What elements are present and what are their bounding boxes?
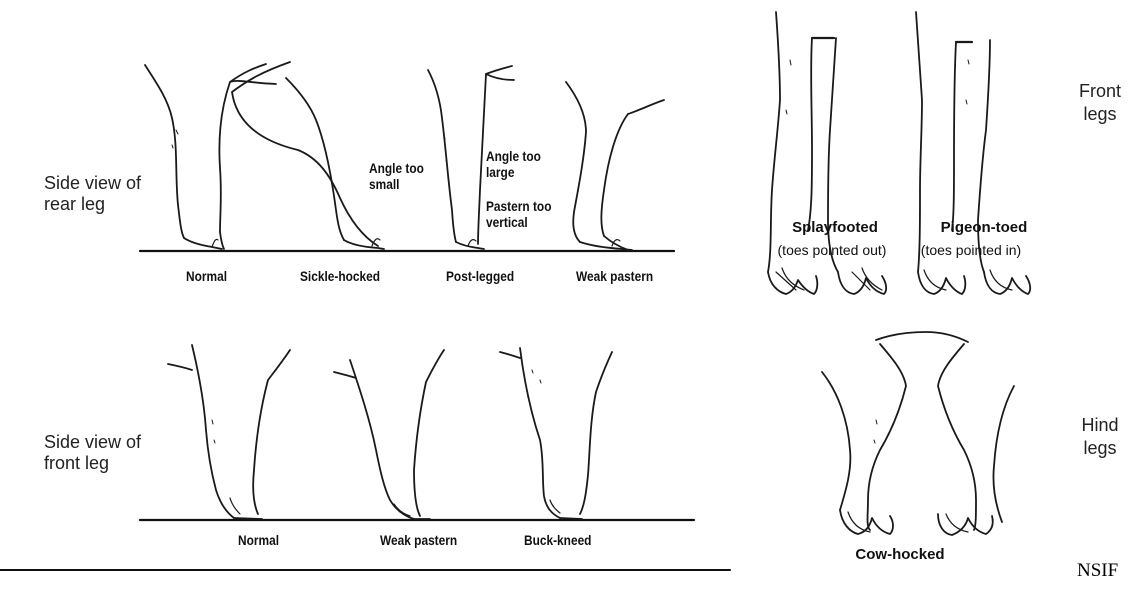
splayfooted-label: Splayfooted <box>770 219 900 236</box>
splayfooted-note: (toes pointed out) <box>762 242 902 258</box>
source-label: NSIF <box>1077 560 1118 582</box>
cow-hocked-drawing <box>822 332 1014 535</box>
front-leg-normal-drawing <box>168 345 290 519</box>
cow-hocked-label: Cow-hocked <box>840 546 960 563</box>
rear-leg-sickle-hocked-label: Sickle-hocked <box>300 268 380 284</box>
rear-leg-sickle-hocked-drawing <box>232 62 384 249</box>
post-legged-annotation-pastern: Pastern too vertical <box>486 198 564 230</box>
front-leg-buck-kneed-label: Buck-kneed <box>524 532 591 548</box>
front-legs-label: Front legs <box>1070 80 1130 127</box>
front-leg-weak-pastern-label: Weak pastern <box>380 532 457 548</box>
rear-leg-post-legged-label: Post-legged <box>446 268 514 284</box>
rear-leg-weak-pastern-label: Weak pastern <box>576 268 653 284</box>
pigeon-toed-note: (toes pointed in) <box>906 242 1036 258</box>
hind-legs-label: Hind legs <box>1070 414 1130 461</box>
front-leg-normal-label: Normal <box>238 532 279 548</box>
rear-side-view-label: Side view of rear leg <box>44 173 164 214</box>
sickle-hocked-annotation: Angle too small <box>369 160 437 192</box>
rear-leg-weak-pastern-drawing <box>566 82 664 250</box>
front-side-view-label: Side view of front leg <box>44 432 164 473</box>
rear-leg-normal-label: Normal <box>186 268 227 284</box>
pigeon-toed-label: Pigeon-toed <box>924 219 1044 236</box>
front-leg-weak-pastern-drawing <box>334 350 444 519</box>
rear-leg-normal-drawing <box>145 64 276 249</box>
post-legged-annotation-angle: Angle too large <box>486 148 554 180</box>
front-leg-buck-kneed-drawing <box>500 348 612 519</box>
